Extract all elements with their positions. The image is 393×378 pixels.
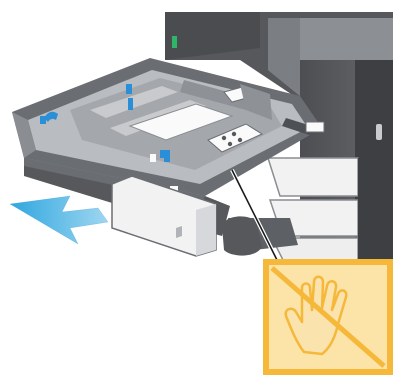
green-marker [172,36,177,48]
latch-icon [376,124,382,140]
pull-direction-arrow-icon [10,196,108,244]
do-not-touch-warning [266,262,390,372]
lower-drawers [268,158,393,262]
